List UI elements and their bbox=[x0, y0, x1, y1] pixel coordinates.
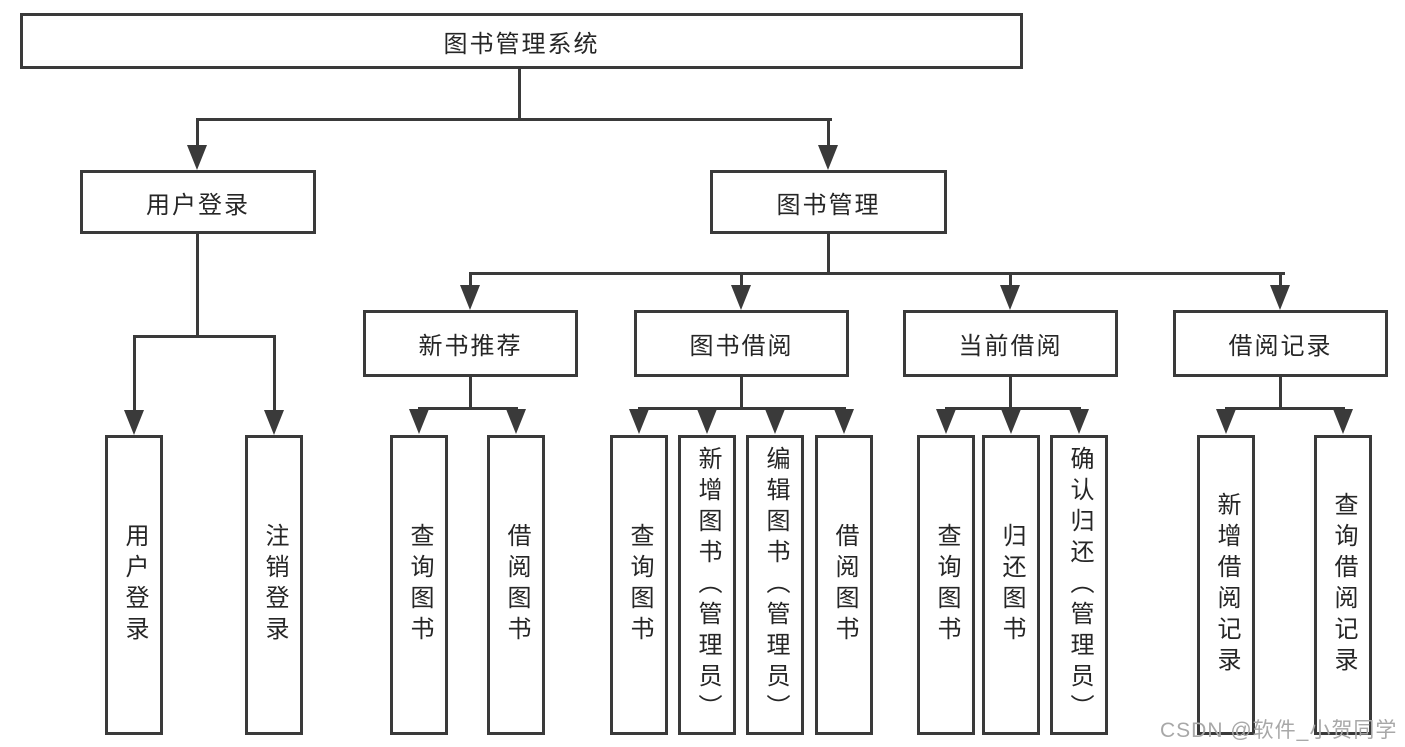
arrow-down-icon bbox=[697, 409, 717, 434]
leaf-confirm-return-admin: 确认归还（管理员） bbox=[1050, 435, 1108, 735]
connector-drop-user-login bbox=[196, 118, 199, 147]
node-book-borrow: 图书借阅 bbox=[634, 310, 849, 377]
node-book-management: 图书管理 bbox=[710, 170, 947, 234]
leaf-user-login: 用户登录 bbox=[105, 435, 163, 735]
connector-user-login-stem bbox=[196, 233, 199, 337]
connector-level3-hline bbox=[469, 272, 1285, 275]
node-book-borrow-label: 图书借阅 bbox=[689, 333, 794, 360]
leaf-edit-book-admin-label: 编辑图书（管理员） bbox=[762, 445, 789, 725]
leaf-borrow-query-book-label: 查询图书 bbox=[626, 523, 653, 647]
arrow-down-icon bbox=[629, 409, 649, 434]
leaf-recommend-borrow-book: 借阅图书 bbox=[487, 435, 545, 735]
arrow-down-icon bbox=[1333, 409, 1353, 434]
connector-drop-book-borrow bbox=[740, 272, 743, 288]
arrow-down-icon bbox=[124, 410, 144, 435]
arrow-down-icon bbox=[187, 145, 207, 170]
node-user-login: 用户登录 bbox=[80, 170, 316, 234]
arrow-down-icon bbox=[1000, 285, 1020, 310]
leaf-add-borrow-record: 新增借阅记录 bbox=[1197, 435, 1255, 735]
leaf-current-query-book: 查询图书 bbox=[917, 435, 975, 735]
connector-drop-leaf-login bbox=[133, 335, 136, 412]
node-new-book-recommend: 新书推荐 bbox=[363, 310, 578, 377]
leaf-return-book-label: 归还图书 bbox=[998, 523, 1025, 647]
leaf-logout: 注销登录 bbox=[245, 435, 303, 735]
leaf-recommend-borrow-book-label: 借阅图书 bbox=[503, 523, 530, 647]
node-library-management-system-label: 图书管理系统 bbox=[443, 30, 600, 58]
arrow-down-icon bbox=[1001, 409, 1021, 434]
leaf-edit-book-admin: 编辑图书（管理员） bbox=[746, 435, 804, 735]
connector-user-login-hline bbox=[133, 335, 276, 338]
connector-drop-current-borrow bbox=[1009, 272, 1012, 288]
leaf-add-book-admin: 新增图书（管理员） bbox=[678, 435, 736, 735]
leaf-borrow-book: 借阅图书 bbox=[815, 435, 873, 735]
leaf-query-borrow-record-label: 查询借阅记录 bbox=[1330, 492, 1357, 678]
leaf-query-borrow-record: 查询借阅记录 bbox=[1314, 435, 1372, 735]
node-new-book-recommend-label: 新书推荐 bbox=[418, 333, 523, 360]
node-current-borrow: 当前借阅 bbox=[903, 310, 1118, 377]
node-library-management-system: 图书管理系统 bbox=[20, 13, 1023, 69]
arrow-down-icon bbox=[506, 409, 526, 434]
connector-current-borrow-hline bbox=[945, 407, 1081, 410]
connector-current-borrow-stem bbox=[1009, 377, 1012, 408]
connector-borrow-records-stem bbox=[1279, 377, 1282, 408]
node-borrow-records: 借阅记录 bbox=[1173, 310, 1388, 377]
connector-new-book-stem bbox=[469, 377, 472, 408]
leaf-current-query-book-label: 查询图书 bbox=[933, 523, 960, 647]
arrow-down-icon bbox=[460, 285, 480, 310]
csdn-watermark: CSDN @软件_小贺同学 bbox=[1160, 719, 1398, 742]
arrow-down-icon bbox=[409, 409, 429, 434]
arrow-down-icon bbox=[765, 409, 785, 434]
connector-root-stem bbox=[518, 69, 521, 120]
leaf-logout-label: 注销登录 bbox=[261, 523, 288, 647]
arrow-down-icon bbox=[1069, 409, 1089, 434]
leaf-borrow-query-book: 查询图书 bbox=[610, 435, 668, 735]
connector-drop-borrow-records bbox=[1279, 272, 1282, 288]
arrow-down-icon bbox=[264, 410, 284, 435]
leaf-add-borrow-record-label: 新增借阅记录 bbox=[1213, 492, 1240, 678]
connector-new-book-hline bbox=[418, 407, 518, 410]
leaf-confirm-return-admin-label: 确认归还（管理员） bbox=[1066, 445, 1093, 725]
connector-drop-leaf-logout bbox=[273, 335, 276, 412]
connector-book-borrow-hline bbox=[638, 407, 846, 410]
leaf-recommend-query-book: 查询图书 bbox=[390, 435, 448, 735]
leaf-add-book-admin-label: 新增图书（管理员） bbox=[694, 445, 721, 725]
arrow-down-icon bbox=[818, 145, 838, 170]
leaf-user-login-label: 用户登录 bbox=[121, 523, 148, 647]
node-book-management-label: 图书管理 bbox=[776, 191, 881, 219]
connector-drop-new-book bbox=[469, 272, 472, 288]
connector-level1-hline bbox=[196, 118, 832, 121]
connector-borrow-records-hline bbox=[1225, 407, 1345, 410]
node-current-borrow-label: 当前借阅 bbox=[958, 333, 1063, 360]
arrow-down-icon bbox=[936, 409, 956, 434]
connector-book-borrow-stem bbox=[740, 377, 743, 408]
leaf-borrow-book-label: 借阅图书 bbox=[831, 523, 858, 647]
connector-book-management-stem bbox=[827, 233, 830, 274]
arrow-down-icon bbox=[1270, 285, 1290, 310]
node-user-login-label: 用户登录 bbox=[146, 191, 250, 219]
arrow-down-icon bbox=[834, 409, 854, 434]
leaf-return-book: 归还图书 bbox=[982, 435, 1040, 735]
connector-drop-book-management bbox=[827, 118, 830, 147]
arrow-down-icon bbox=[1216, 409, 1236, 434]
node-borrow-records-label: 借阅记录 bbox=[1228, 333, 1333, 360]
leaf-recommend-query-book-label: 查询图书 bbox=[406, 523, 433, 647]
arrow-down-icon bbox=[731, 285, 751, 310]
